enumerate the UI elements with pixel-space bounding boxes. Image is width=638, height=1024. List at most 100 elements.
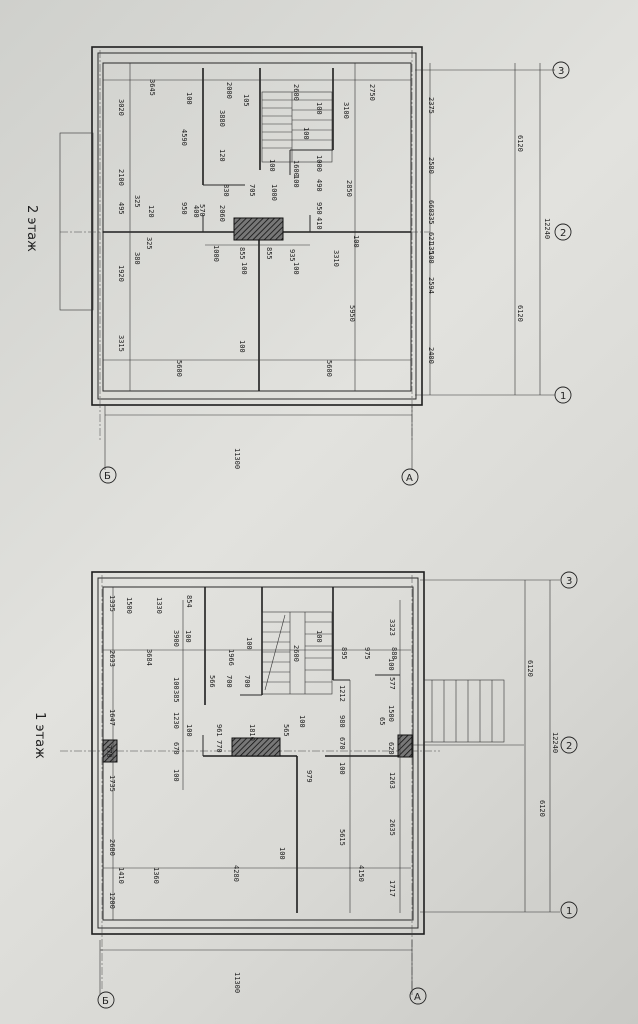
dimension-label: 566	[208, 675, 216, 688]
chimney-hatch-floor1	[231, 737, 281, 757]
outer-dimension-label: 2580	[427, 157, 435, 174]
column-hatch-right	[397, 734, 413, 758]
chimney-hatch-floor2	[233, 217, 284, 241]
axis-2-label: 2	[566, 741, 572, 752]
dimension-label: 380	[133, 252, 141, 265]
dimension-label: 705	[248, 184, 256, 197]
dimension-label: 670	[338, 737, 346, 750]
dimension-label: 1200	[108, 892, 116, 909]
dimension-label: 1600	[292, 160, 300, 177]
outer-dimension-label: 135	[427, 242, 435, 255]
dimension-label: 100	[292, 262, 300, 275]
dimension-label: 770	[215, 740, 223, 753]
dimension-label: 1212	[338, 685, 346, 702]
dimension-label: 100	[298, 715, 306, 728]
dimension-label: 935	[288, 249, 296, 262]
dimension-label: 4590	[180, 129, 188, 146]
dimension-label: 565	[282, 724, 290, 737]
dimension-label: 570	[198, 204, 206, 217]
axis-1-label: 1	[566, 906, 572, 917]
floor-2-axis-markers: Б А 3 2 1	[99, 61, 572, 486]
dimension-label: 1647	[108, 709, 116, 726]
dimension-label: 2600	[292, 84, 300, 101]
stair-floor1	[261, 611, 333, 695]
dimension-label: 1230	[172, 712, 180, 729]
dimension-label: 100	[184, 630, 192, 643]
dimension-label: 100	[185, 724, 193, 737]
dimension-label: 410	[315, 217, 323, 230]
axis-a-label: А	[406, 473, 413, 484]
axis-b-label: Б	[104, 471, 111, 482]
dimension-label: 3900	[172, 630, 180, 647]
dimension-label: 100	[292, 175, 300, 188]
dimension-label: 105	[242, 94, 250, 107]
dimension-label: 577	[388, 677, 396, 690]
dimension-label: 1810	[248, 724, 256, 741]
dimension-label: 2060	[218, 205, 226, 222]
floor-2-title: 2 этаж	[24, 205, 39, 252]
dimension-label: 700	[225, 675, 233, 688]
dimension-label: 400	[192, 205, 200, 218]
dimension-label: 979	[305, 770, 313, 783]
dimension-label: 4280	[232, 865, 240, 882]
dimension-label: 5950	[348, 305, 356, 322]
dimension-label: 880	[390, 647, 398, 660]
dimension-label: 490	[315, 179, 323, 192]
floor-1-half-left: 6120	[538, 800, 546, 817]
axis-1-label: 1	[560, 391, 566, 402]
dimension-label: 855	[265, 247, 273, 260]
dimension-label: 2100	[117, 169, 125, 186]
dimension-label: 1735	[108, 775, 116, 792]
dimension-label: 100	[315, 630, 323, 643]
dimension-label: 325	[133, 195, 141, 208]
axis-a-label: А	[414, 992, 421, 1003]
dimension-label: 1500	[387, 705, 395, 722]
dimension-label: 854	[185, 595, 193, 608]
dimension-label: 325	[145, 237, 153, 250]
floor-2-overall-width: 12240	[543, 218, 551, 239]
dimension-label: 895	[340, 647, 348, 660]
dimension-label: 670	[172, 742, 180, 755]
outer-dimension-label: 2594	[427, 277, 435, 294]
dimension-label: 65	[378, 717, 386, 725]
dimension-label: 3684	[145, 649, 153, 666]
dimension-label: 4150	[357, 865, 365, 882]
dimension-label: 950	[315, 202, 323, 215]
dimension-label: 100	[185, 92, 193, 105]
floor-1-title: 1 этаж	[32, 712, 47, 759]
dimension-label: 3100	[342, 102, 350, 119]
dimension-label: 100	[240, 262, 248, 275]
dimension-label: 100	[278, 847, 286, 860]
dimension-label: 1000	[212, 245, 220, 262]
dimension-label: 855	[238, 247, 246, 260]
outer-dimension-label: 2400	[427, 347, 435, 364]
dimension-label: 770	[105, 745, 113, 758]
dimension-label: 5600	[175, 360, 183, 377]
floor-1-overall-height: 11300	[233, 972, 241, 993]
dimension-label: 3020	[117, 99, 125, 116]
dimension-label: 100	[172, 769, 180, 782]
dimension-label: 1000	[315, 155, 323, 172]
dimension-label: 1920	[117, 265, 125, 282]
dimension-label: 5615	[338, 829, 346, 846]
dimension-label: 120	[147, 205, 155, 218]
dimension-label: 3310	[332, 250, 340, 267]
dimension-label: 620	[387, 742, 395, 755]
dimension-label: 1966	[227, 649, 235, 666]
dimension-label: 385	[172, 690, 180, 703]
dimension-label: 1500	[125, 597, 133, 614]
floor-2-plan: 3020364510045902000105388026001001002750…	[24, 46, 572, 486]
outer-dimension-label: 100	[427, 251, 435, 264]
dimension-label: 1330	[155, 597, 163, 614]
floor-1-axis-markers: Б А 3 2 1	[97, 571, 578, 1009]
dimension-label: 1000	[270, 184, 278, 201]
dimension-label: 2600	[292, 645, 300, 662]
floor-2-half-right: 6120	[516, 135, 524, 152]
dimension-label: 961	[215, 724, 223, 737]
dimension-label: 495	[117, 202, 125, 215]
dimension-label: 100	[315, 102, 323, 115]
outer-dimension-label: 660	[427, 200, 435, 213]
dimension-label: 2850	[345, 180, 353, 197]
dimension-label: 3315	[117, 335, 125, 352]
